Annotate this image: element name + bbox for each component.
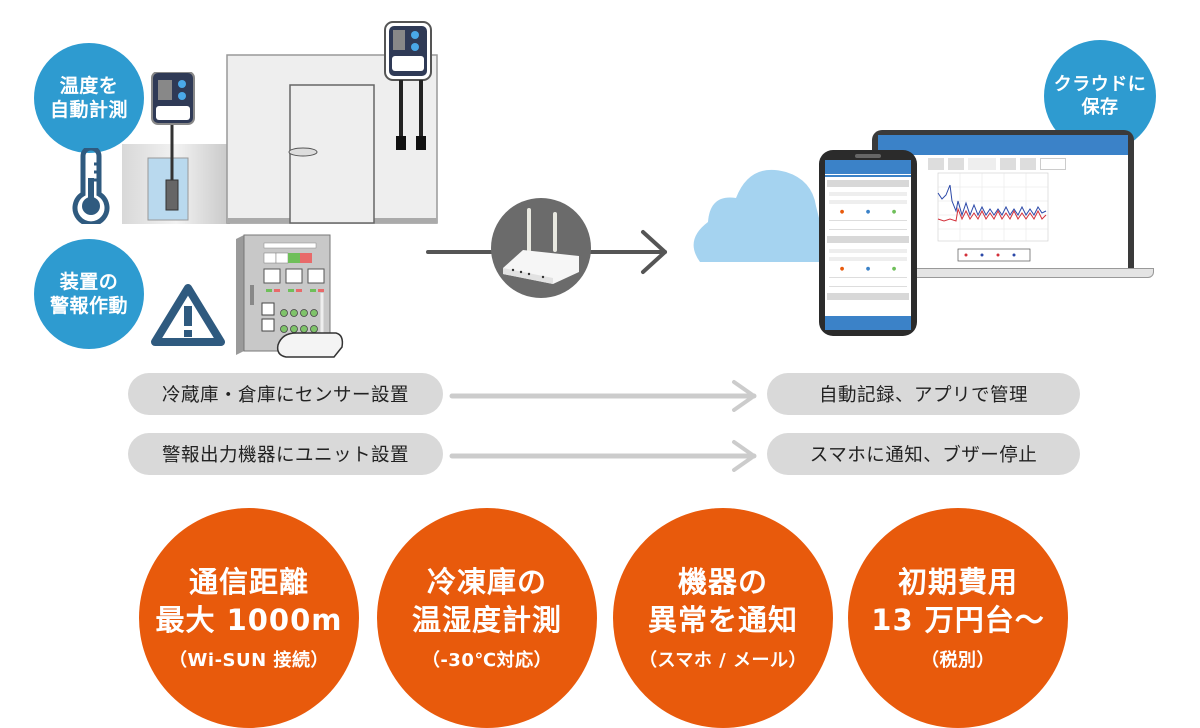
flow-result-notify: スマホに通知、ブザー停止 — [767, 433, 1080, 475]
badge-temperature-line1: 温度を — [59, 74, 119, 97]
laptop-screen — [878, 135, 1128, 270]
flow-arrow-sensor — [449, 380, 757, 412]
flow-source-alarm-unit: 警報出力機器にユニット設置 — [128, 433, 443, 475]
feature-range: 通信距離 最大 1000m （Wi-SUN 接続） — [139, 508, 359, 728]
flow-result-record: 自動記録、アプリで管理 — [767, 373, 1080, 415]
badge-alarm-line1: 装置の — [59, 270, 119, 293]
feature-freezer-sub: （-30℃対応） — [421, 649, 553, 671]
thermometer-icon — [72, 148, 110, 224]
phone-screen: ●●● ●●● — [825, 160, 911, 330]
badge-alarm-line2: 警報作動 — [49, 295, 128, 317]
laptop-chart-series-red — [937, 207, 1047, 222]
badge-cloud-line1: クラウドに — [1053, 73, 1147, 95]
feature-freezer-line2: 温湿度計測 — [411, 603, 562, 637]
flow-result-record-text: 自動記録、アプリで管理 — [818, 385, 1028, 406]
badge-cloud-line2: 保存 — [1081, 97, 1119, 118]
feature-range-line1: 通信距離 — [188, 565, 309, 600]
wireless-router-icon — [491, 198, 591, 298]
control-panel-illustration — [236, 234, 344, 358]
feature-alert-line2: 異常を通知 — [647, 603, 798, 637]
feature-alert: 機器の 異常を通知 （スマホ / メール） — [613, 508, 833, 728]
flow-source-sensor-text: 冷蔵庫・倉庫にセンサー設置 — [161, 385, 409, 406]
feature-cost-line1: 初期費用 — [897, 565, 1018, 600]
feature-range-line2: 最大 1000m — [155, 603, 343, 637]
fridge-sensor-illustration — [122, 72, 230, 224]
phone-bottom-nav — [825, 316, 911, 330]
flow-source-sensor: 冷蔵庫・倉庫にセンサー設置 — [128, 373, 443, 415]
laptop-toolbar — [878, 158, 1128, 170]
cold-room-illustration — [226, 21, 438, 224]
laptop-chart-series-blue — [937, 184, 1047, 217]
smartphone-illustration: ●●● ●●● — [819, 150, 917, 336]
flow-result-notify-text: スマホに通知、ブザー停止 — [809, 445, 1038, 466]
badge-temperature-line2: 自動計測 — [49, 99, 128, 121]
feature-freezer-line1: 冷凍庫の — [426, 565, 547, 600]
laptop-chart — [937, 172, 1049, 262]
feature-cost-line2: 13 万円台〜 — [871, 603, 1045, 637]
feature-alert-line1: 機器の — [677, 565, 768, 600]
cloud-icon — [693, 169, 830, 262]
badge-alarm: 装置の 警報作動 — [34, 239, 144, 349]
laptop-titlebar — [878, 135, 1128, 155]
warning-triangle-icon — [151, 284, 225, 346]
feature-alert-sub: （スマホ / メール） — [638, 649, 808, 671]
phone-header — [825, 160, 911, 174]
flow-arrow-alarm — [449, 440, 757, 472]
feature-freezer: 冷凍庫の 温湿度計測 （-30℃対応） — [377, 508, 597, 728]
flow-source-alarm-unit-text: 警報出力機器にユニット設置 — [161, 445, 409, 466]
feature-range-sub: （Wi-SUN 接続） — [169, 649, 329, 671]
badge-temperature: 温度を 自動計測 — [34, 43, 144, 153]
feature-cost: 初期費用 13 万円台〜 （税別） — [848, 508, 1068, 728]
feature-cost-sub: （税別） — [921, 649, 995, 671]
